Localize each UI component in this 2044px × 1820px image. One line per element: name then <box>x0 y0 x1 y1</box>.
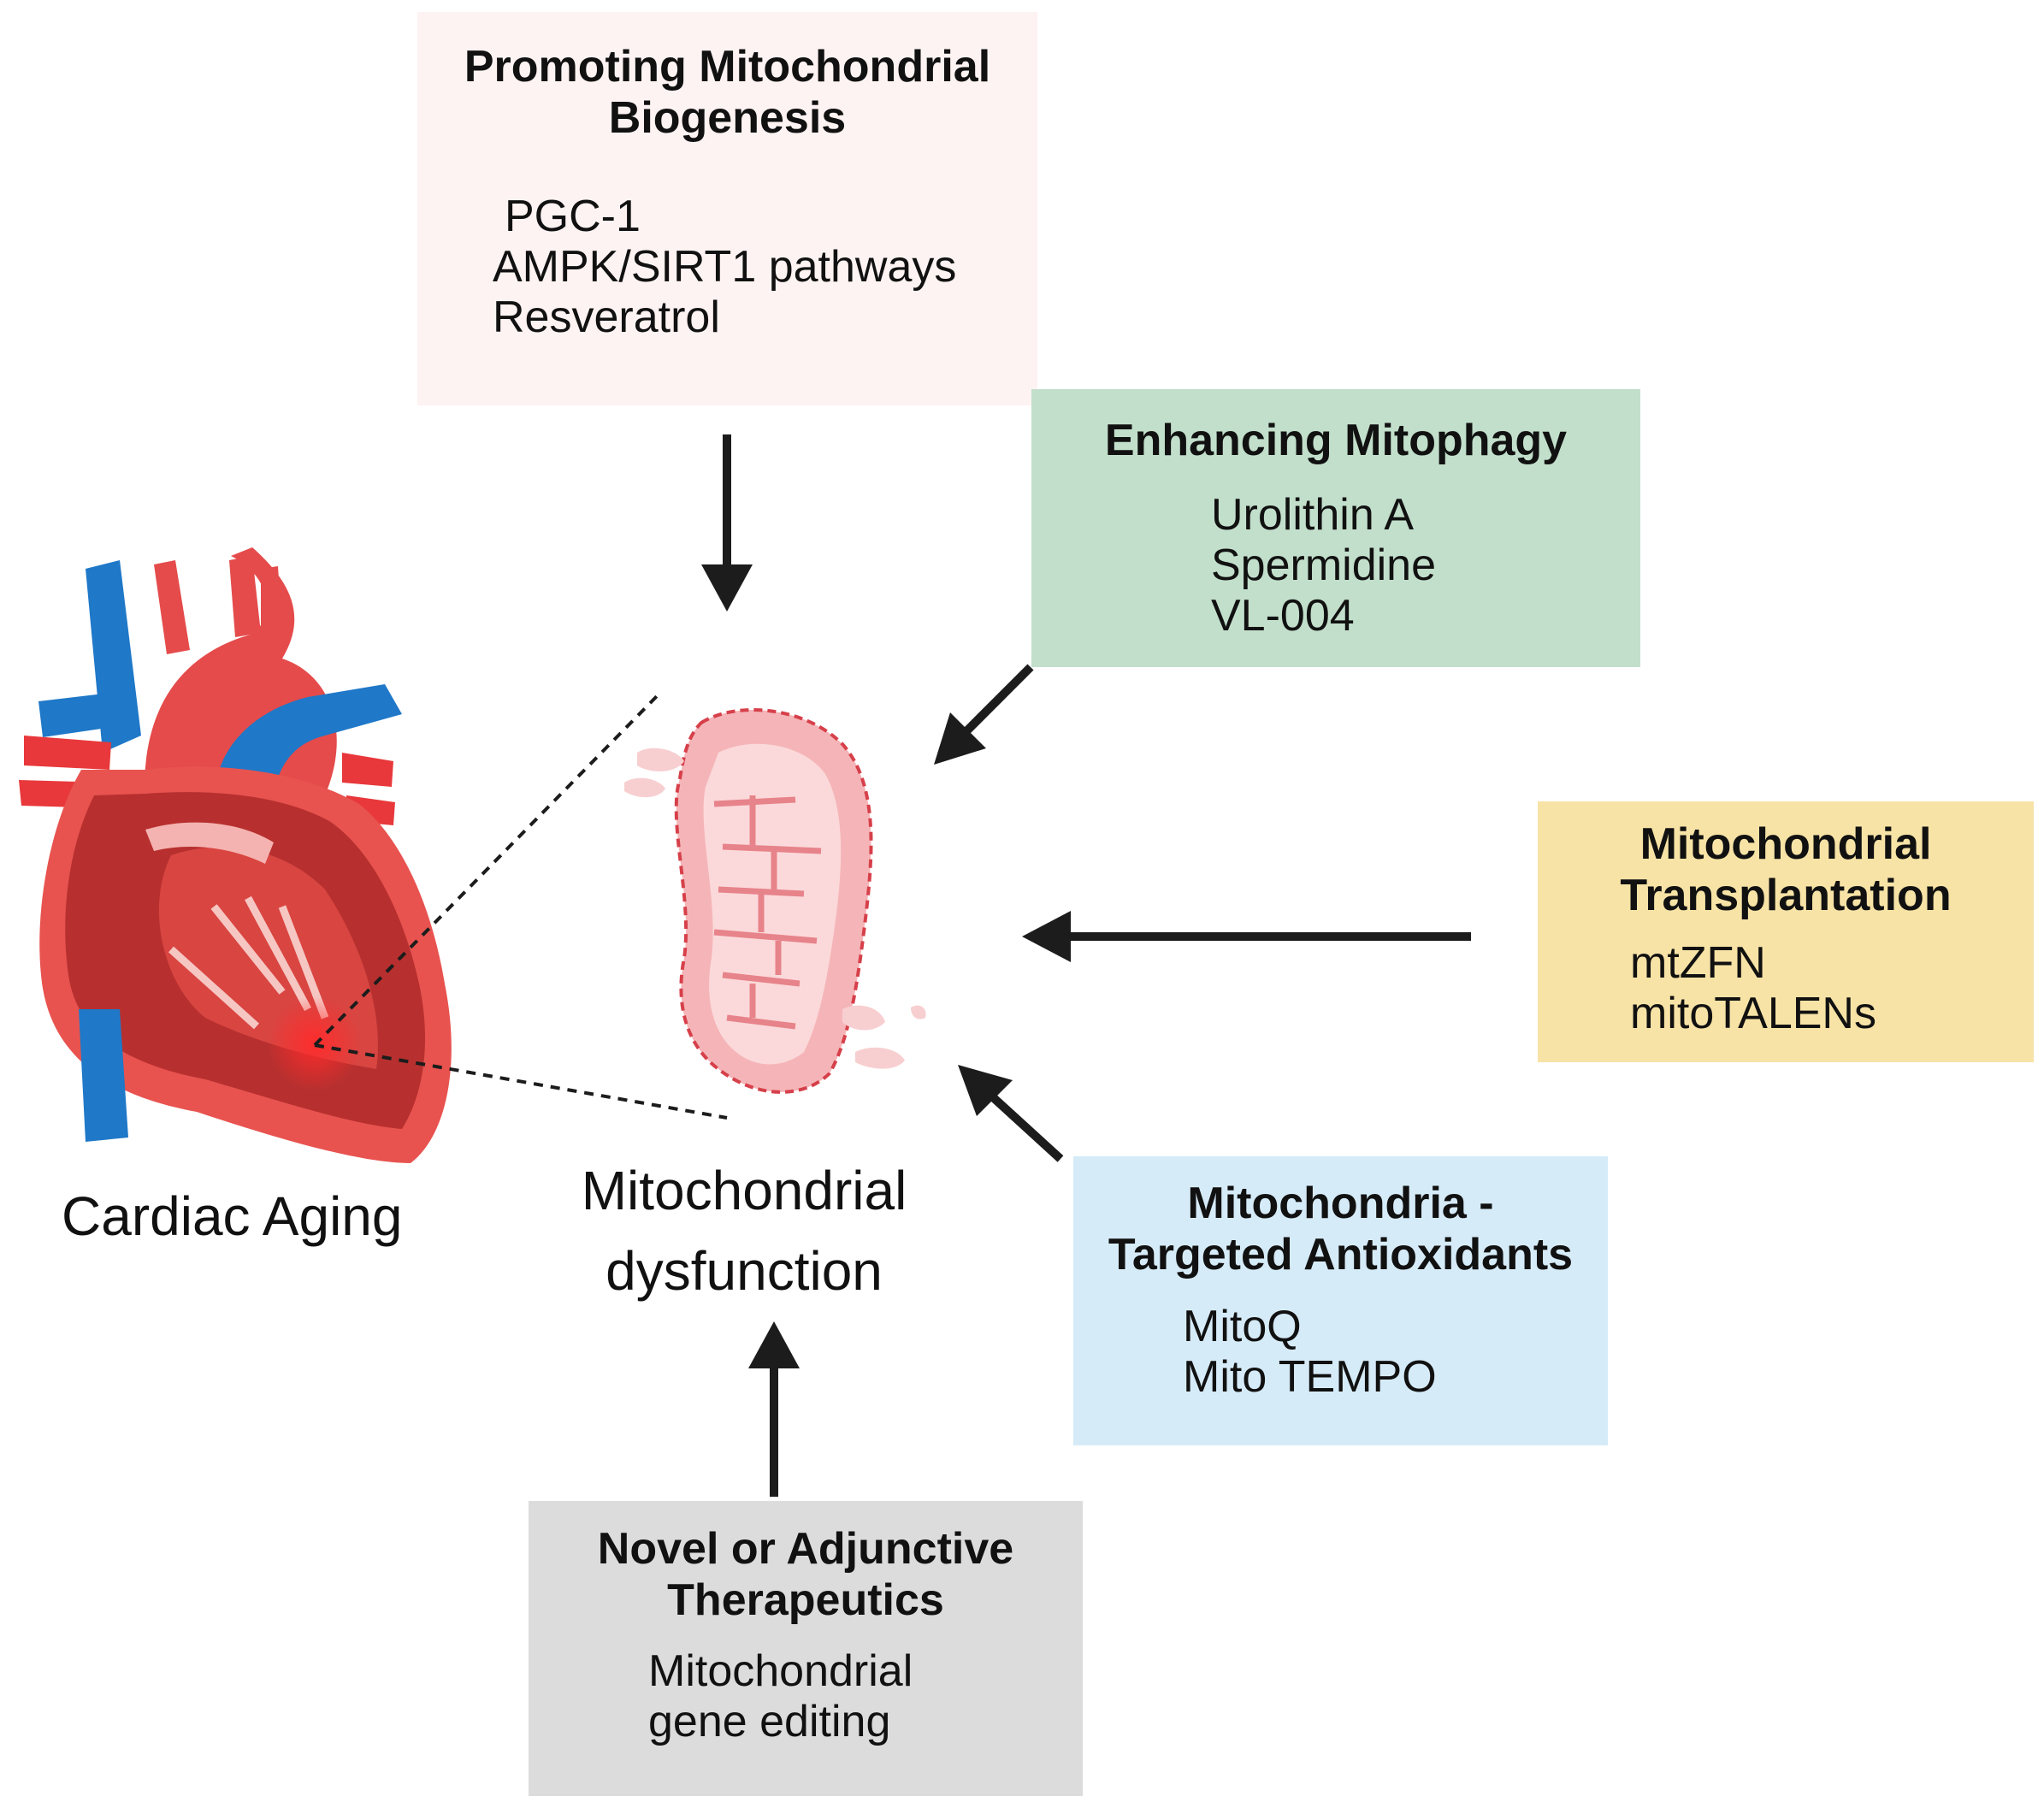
antioxidants-box: Mitochondria - Targeted Antioxidants Mit… <box>1073 1156 1608 1445</box>
biogenesis-item: AMPK/SIRT1 pathways <box>493 242 957 292</box>
arrow-from-antioxidants-shaft <box>989 1093 1064 1162</box>
aorta-branch-2 <box>229 556 261 637</box>
novel-item: Mitochondrial <box>648 1646 913 1696</box>
pulmonary-veins-left <box>38 693 113 737</box>
biogenesis-items: PGC-1 AMPK/SIRT1 pathways Resveratrol <box>493 192 956 343</box>
arrow-from-mitophagy-shaft <box>961 664 1034 736</box>
arrow-from-transplantation-head <box>1022 911 1071 962</box>
arrow-from-mitophagy-head <box>934 712 986 765</box>
aorta-branch-3 <box>261 566 282 635</box>
transplantation-title: Mitochondrial Transplantation <box>1620 819 1952 920</box>
antioxidants-item: MitoQ <box>1183 1302 1302 1351</box>
mitochondrion-fragment-2 <box>624 777 665 798</box>
transplantation-items: mtZFN mitoTALENs <box>1630 938 1876 1039</box>
pulmonary-artery-left <box>24 736 111 770</box>
biogenesis-title: Promoting Mitochondrial Biogenesis <box>464 42 991 143</box>
arrows <box>701 434 1471 1497</box>
mitochondrion-illustration <box>624 708 926 1094</box>
mitochondrion-cristae <box>713 795 822 1030</box>
antioxidants-title: Mitochondria - Targeted Antioxidants <box>1108 1179 1574 1279</box>
zoom-line-upper <box>313 693 660 1047</box>
biogenesis-item: Resveratrol <box>493 292 720 342</box>
transplantation-item: mitoTALENs <box>1630 989 1876 1038</box>
mitochondrion-fragment-1 <box>637 748 684 771</box>
mitochondrion-fragment-5 <box>911 1005 926 1019</box>
arrow-from-novel-head <box>748 1321 800 1368</box>
biogenesis-item: PGC-1 <box>505 192 641 241</box>
biogenesis-box: Promoting Mitochondrial Biogenesis PGC-1… <box>417 12 1037 405</box>
heart-valve <box>145 822 274 864</box>
mitochondrion-fragment-4 <box>855 1047 905 1069</box>
heart-illustration <box>19 547 452 1163</box>
antioxidants-item: Mito TEMPO <box>1183 1352 1437 1402</box>
heart-tissue-strands <box>168 895 329 1030</box>
mitophagy-item: VL-004 <box>1211 591 1355 641</box>
arrow-from-antioxidants-head <box>958 1065 1013 1116</box>
pulmonary-artery-right <box>342 753 393 787</box>
mitophagy-box: Enhancing Mitophagy Urolithin A Spermidi… <box>1031 389 1640 667</box>
inferior-vena-cava <box>79 1009 128 1142</box>
heart-label: Cardiac Aging <box>62 1185 403 1247</box>
novel-items: Mitochondrial gene editing <box>648 1646 913 1747</box>
antioxidants-items: MitoQ Mito TEMPO <box>1183 1302 1437 1403</box>
novel-title: Novel or Adjunctive Therapeutics <box>597 1524 1014 1625</box>
mitochondrion-inner <box>703 743 842 1065</box>
center-label-line-2: dysfunction <box>606 1240 883 1302</box>
mitochondrion-fragment-3 <box>842 1005 885 1031</box>
center-label: Mitochondrial dysfunction <box>564 1150 924 1311</box>
arrow-from-biogenesis-head <box>701 564 753 612</box>
mitophagy-title: Enhancing Mitophagy <box>1104 416 1568 465</box>
mitophagy-item: Spermidine <box>1211 541 1437 590</box>
transplantation-item: mtZFN <box>1630 938 1766 988</box>
transplantation-box: Mitochondrial Transplantation mtZFN mito… <box>1538 801 2034 1062</box>
mitophagy-items: Urolithin A Spermidine VL-004 <box>1211 490 1436 641</box>
center-label-line-1: Mitochondrial <box>581 1160 907 1221</box>
novel-box: Novel or Adjunctive Therapeutics Mitocho… <box>529 1501 1083 1796</box>
zoom-line-lower <box>314 1043 728 1120</box>
mitophagy-item: Urolithin A <box>1211 490 1414 540</box>
novel-item: gene editing <box>648 1697 891 1746</box>
aorta-branch-1 <box>154 560 190 654</box>
